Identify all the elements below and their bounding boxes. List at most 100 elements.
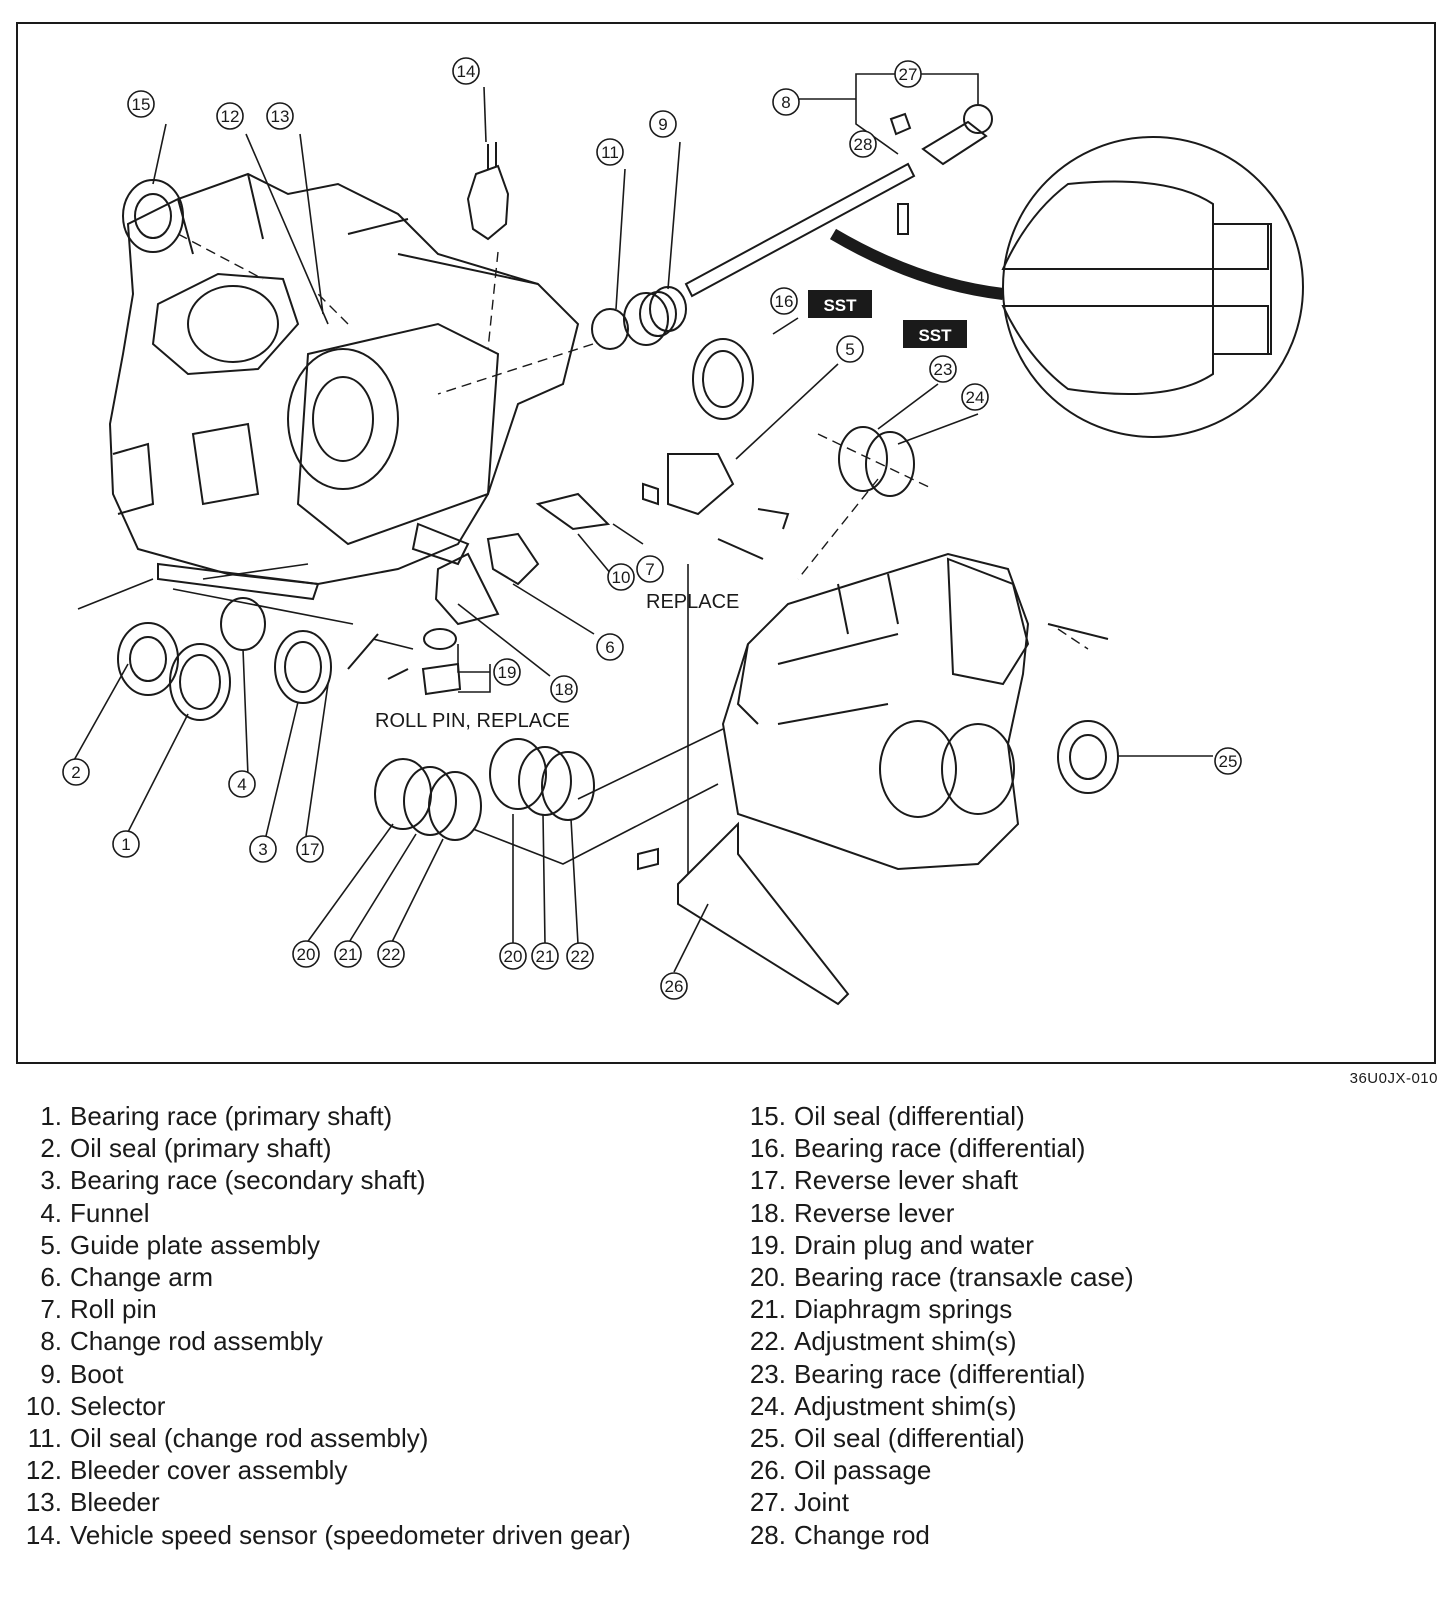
callout-circle-11 — [596, 138, 624, 166]
sst-label-1: SST — [823, 296, 857, 315]
legend-text: Guide plate assembly — [70, 1229, 321, 1260]
callout-circle-24 — [961, 383, 989, 411]
legend-text: Bleeder cover assembly — [70, 1455, 348, 1486]
callout-circle-10 — [607, 563, 635, 591]
legend-text: Change rod assembly — [70, 1326, 323, 1357]
callout-number-25: 25 — [1219, 752, 1238, 771]
legend-number: 13. — [25, 1487, 62, 1518]
legend-item: 20.Bearing race (transaxle case) — [738, 1261, 1438, 1293]
legend-text: Bearing race (transaxle case) — [794, 1262, 1134, 1293]
legend-item: 1.Bearing race (primary shaft) — [14, 1100, 674, 1132]
callout-number-22: 22 — [382, 945, 401, 964]
legend-item: 13. Bleeder — [14, 1486, 674, 1518]
legend-number: 22. — [749, 1326, 786, 1357]
callout-number-9: 9 — [658, 115, 667, 134]
callout-circle-28 — [849, 130, 877, 158]
legend-number: 19. — [749, 1229, 786, 1260]
callout-number-18: 18 — [555, 680, 574, 699]
legend-item: 10. Selector — [14, 1390, 674, 1422]
replace-label: REPLACE — [646, 591, 739, 613]
legend-left-column: 1.Bearing race (primary shaft)2.Oil seal… — [14, 1100, 674, 1551]
legend-text: Oil seal (differential) — [794, 1423, 1025, 1454]
callout-circle-8 — [772, 88, 800, 116]
callout-number-27: 27 — [899, 65, 918, 84]
legend-number: 10. — [25, 1390, 62, 1421]
assembly-lines — [177, 233, 1089, 650]
legend-item: 19. Drain plug and water — [738, 1229, 1438, 1261]
legend-number: 6. — [40, 1262, 62, 1293]
legend-number: 15. — [749, 1101, 786, 1131]
callout-number-21: 21 — [536, 947, 555, 966]
callout-number-24: 24 — [966, 388, 985, 407]
callout-number-20: 20 — [297, 945, 316, 964]
callout-circle-2 — [62, 758, 90, 786]
legend-number: 16. — [749, 1133, 786, 1164]
legend-item: 26.Oil passage — [738, 1454, 1438, 1486]
legend-number: 2. — [40, 1133, 62, 1164]
legend-text: Reverse lever — [794, 1197, 955, 1228]
legend-number: 5. — [40, 1229, 62, 1260]
legend-text: Drain plug and water — [794, 1229, 1034, 1260]
legend-number: 24. — [749, 1390, 786, 1421]
sst-badge-2 — [903, 320, 967, 348]
legend-item: 14.Vehicle speed sensor (speedometer dri… — [14, 1519, 674, 1551]
callout-number-5: 5 — [845, 340, 854, 359]
legend-text: Bearing race (differential) — [794, 1133, 1086, 1164]
legend-item: 2.Oil seal (primary shaft) — [14, 1132, 674, 1164]
callout-circle-21 — [531, 942, 559, 970]
legend-text: Selector — [70, 1390, 166, 1421]
transaxle-case — [721, 552, 1030, 871]
legend-text: Reverse lever shaft — [794, 1165, 1018, 1196]
callout-number-26: 26 — [665, 977, 684, 996]
change-rod — [591, 104, 993, 350]
callout-circle-7 — [636, 555, 664, 583]
legend-text: Roll pin — [70, 1294, 157, 1325]
legend-text: Adjustment shim(s) — [794, 1326, 1017, 1357]
callout-circle-9 — [649, 110, 677, 138]
legend-item: 21. Diaphragm springs — [738, 1293, 1438, 1325]
legend-item: 12.Bleeder cover assembly — [14, 1454, 674, 1486]
legend-right-column: 15.Oil seal (differential)16.Bearing rac… — [738, 1100, 1438, 1551]
legend-item: 16. Bearing race (differential) — [738, 1132, 1438, 1164]
callout-circle-26 — [660, 972, 688, 1000]
legend-number: 9. — [40, 1358, 62, 1389]
legend-item: 24.Adjustment shim(s) — [738, 1390, 1438, 1422]
callout-number-13: 13 — [271, 107, 290, 126]
legend-text: Bleeder — [70, 1487, 160, 1518]
legend-item: 28. Change rod — [738, 1519, 1438, 1551]
legend-item: 11.Oil seal (change rod assembly) — [14, 1422, 674, 1454]
callout-number-23: 23 — [934, 360, 953, 379]
figure-code: 36U0JX-010 — [1349, 1070, 1438, 1087]
callout-number-1: 1 — [121, 835, 130, 854]
callout-circle-22 — [377, 940, 405, 968]
callout-circle-25 — [1214, 747, 1242, 775]
legend-number: 21. — [749, 1294, 786, 1325]
callout-number-16: 16 — [775, 292, 794, 311]
legend-item: 7. Roll pin — [14, 1293, 674, 1325]
legend-number: 17. — [749, 1165, 786, 1196]
callout-circle-20 — [499, 942, 527, 970]
legend-text: Oil seal (change rod assembly) — [70, 1423, 429, 1454]
callout-circle-21 — [334, 940, 362, 968]
legend-item: 22. Adjustment shim(s) — [738, 1325, 1438, 1357]
legend-number: 7. — [40, 1294, 62, 1325]
legend-number: 1. — [40, 1101, 62, 1131]
callout-number-14: 14 — [457, 62, 476, 81]
legend-text: Vehicle speed sensor (speedometer driven… — [70, 1519, 631, 1550]
callout-number-2: 2 — [71, 763, 80, 782]
legend-item: 6.Change arm — [14, 1261, 674, 1293]
clutch-housing — [108, 172, 580, 601]
legend-number: 28. — [749, 1519, 786, 1550]
legend-text: Diaphragm springs — [794, 1294, 1013, 1325]
legend-number: 8. — [40, 1326, 62, 1357]
callout-number-15: 15 — [132, 95, 151, 114]
callout-number-6: 6 — [605, 638, 614, 657]
legend-text: Change rod — [794, 1519, 930, 1550]
legend-item: 17. Reverse lever shaft — [738, 1164, 1438, 1196]
callout-circle-12 — [216, 102, 244, 130]
callout-number-4: 4 — [237, 775, 246, 794]
callout-number-7: 7 — [645, 560, 654, 579]
legend-item: 15.Oil seal (differential) — [738, 1100, 1438, 1132]
